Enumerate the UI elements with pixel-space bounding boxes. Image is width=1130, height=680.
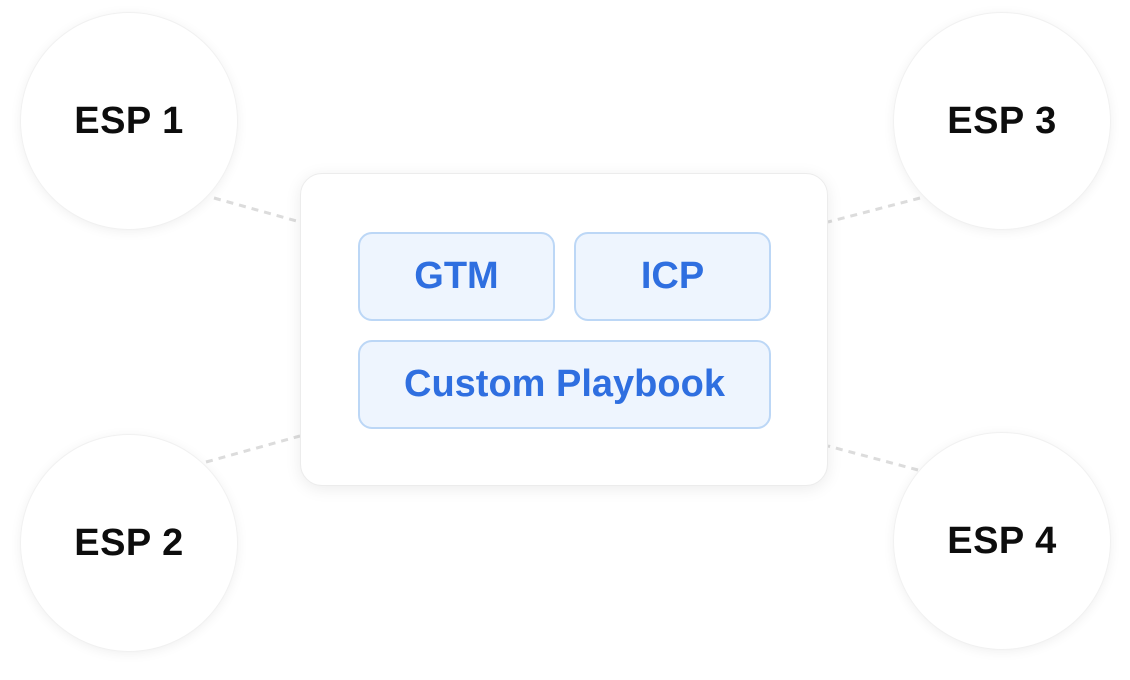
icp-chip-label: ICP [640,255,705,297]
esp-node-4-label: ESP 4 [947,519,1057,562]
esp-node-3-label: ESP 3 [947,99,1057,142]
icp-chip: ICP [574,232,771,321]
esp-node-2: ESP 2 [21,435,237,651]
custom-playbook-chip-label: Custom Playbook [404,363,725,405]
esp-node-1-label: ESP 1 [74,99,184,142]
connector-esp1-hub [213,196,301,224]
connector-esp3-hub [827,196,921,224]
esp-node-2-label: ESP 2 [74,521,184,564]
connector-esp4-hub [827,444,919,472]
connector-esp2-hub [205,434,301,464]
custom-playbook-chip: Custom Playbook [358,340,771,429]
hub-card: GTM ICP Custom Playbook [300,173,828,486]
esp-node-3: ESP 3 [894,13,1110,229]
gtm-chip: GTM [358,232,555,321]
gtm-chip-label: GTM [414,255,499,297]
esp-node-4: ESP 4 [894,433,1110,649]
esp-node-1: ESP 1 [21,13,237,229]
